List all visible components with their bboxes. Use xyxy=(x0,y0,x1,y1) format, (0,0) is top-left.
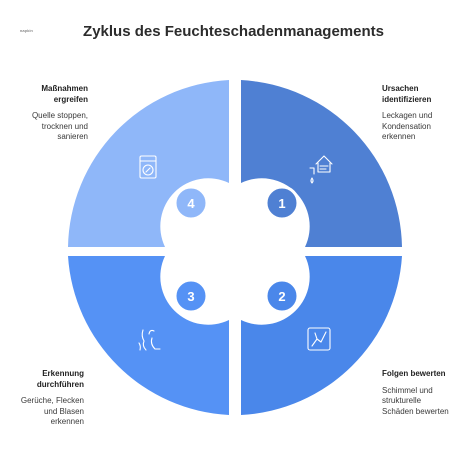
step-2-number: 2 xyxy=(278,289,285,304)
step-3-number: 3 xyxy=(187,289,194,304)
step-3-title: Erkennung durchführen xyxy=(36,369,84,389)
step-2-label: Folgen bewerten Schimmel und strukturell… xyxy=(382,369,462,417)
step-1-number: 1 xyxy=(278,196,285,211)
step-4-title: Maßnahmen ergreifen xyxy=(41,84,88,104)
step-4-description: Quelle stoppen, trocknen und sanieren xyxy=(31,111,88,141)
step-4-number: 4 xyxy=(187,196,195,211)
step-4-badge: 4 xyxy=(173,185,209,221)
quadrant-1[interactable] xyxy=(241,80,402,247)
step-2-badge: 2 xyxy=(264,278,300,314)
quadrant-4[interactable] xyxy=(68,80,229,247)
step-2-description: Schimmel und strukturelle Schäden bewert… xyxy=(382,385,449,416)
step-1-label: Ursachen identifizieren Leckagen und Kon… xyxy=(382,84,462,143)
water-stain-icon xyxy=(138,329,161,351)
dehumidifier-icon xyxy=(139,155,157,179)
step-1-badge: 1 xyxy=(264,185,300,221)
step-1-title: Ursachen identifizieren xyxy=(382,84,432,104)
step-3-description: Gerüche, Flecken und Blasen erkennen xyxy=(20,396,84,426)
quadrant-2[interactable] xyxy=(241,256,402,415)
step-1-description: Leckagen und Kondensation erkennen xyxy=(382,111,433,141)
house-dripping-pipe-icon xyxy=(309,155,333,184)
step-3-badge: 3 xyxy=(173,278,209,314)
brand-logo: napkin xyxy=(20,28,33,33)
step-2-title: Folgen bewerten xyxy=(382,369,446,378)
cracked-wall-icon xyxy=(307,327,331,351)
step-3-label: Erkennung durchführen Gerüche, Flecken u… xyxy=(12,369,84,428)
step-4-label: Maßnahmen ergreifen Quelle stoppen, troc… xyxy=(18,84,88,143)
diagram-title: Zyklus des Feuchteschadenmanagements xyxy=(83,23,384,40)
quadrant-3[interactable] xyxy=(68,256,229,415)
